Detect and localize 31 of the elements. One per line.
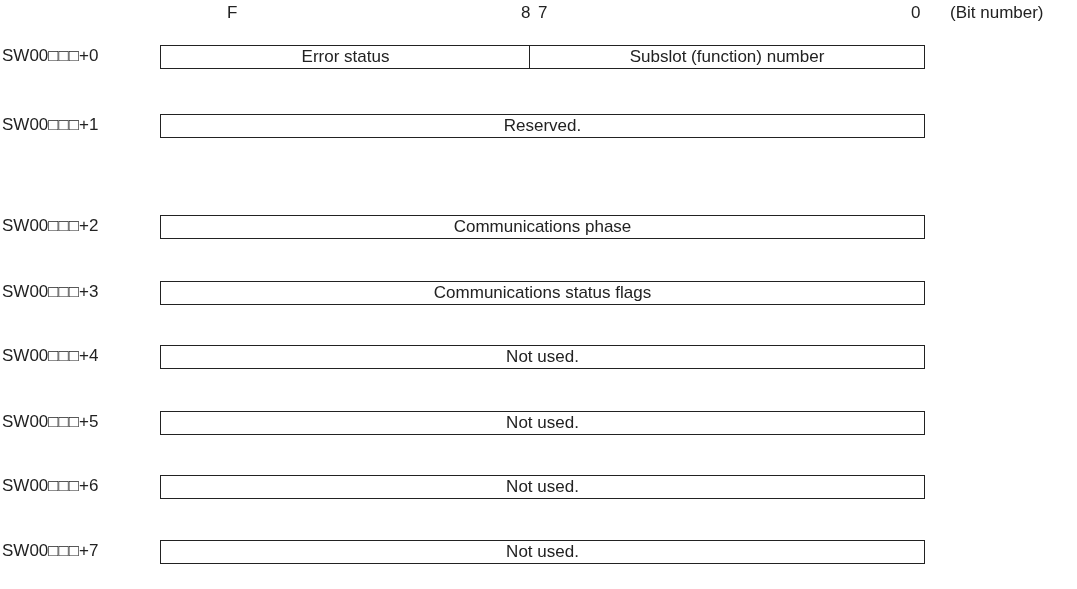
register-field (160, 281, 925, 305)
register-address: SW00□□□+6 (2, 476, 99, 496)
register-field (160, 540, 925, 564)
bit-number: 7 (538, 3, 548, 23)
register-address: SW00□□□+7 (2, 541, 99, 561)
field-name: Subslot (function) number (629, 47, 825, 67)
field-name: Not used. (506, 347, 579, 367)
register-field (160, 345, 925, 369)
field-name: Not used. (506, 542, 579, 562)
register-field (160, 215, 925, 239)
register-field (160, 411, 925, 435)
register-address: SW00□□□+2 (2, 216, 99, 236)
register-address: SW00□□□+0 (2, 46, 99, 66)
field-name: Communications phase (453, 217, 632, 237)
register-field (529, 45, 925, 69)
field-name: Communications status flags (433, 283, 652, 303)
bit-number: 0 (911, 3, 921, 23)
register-address: SW00□□□+4 (2, 346, 99, 366)
register-address: SW00□□□+3 (2, 282, 99, 302)
register-field (160, 45, 530, 69)
bit-number: 8 (521, 3, 531, 23)
register-address: SW00□□□+1 (2, 115, 99, 135)
bit-number: F (227, 3, 238, 23)
field-name: Error status (301, 47, 390, 67)
field-name: Not used. (506, 477, 579, 497)
register-field (160, 475, 925, 499)
register-field (160, 114, 925, 138)
field-name: Not used. (506, 413, 579, 433)
register-address: SW00□□□+5 (2, 412, 99, 432)
field-name: Reserved. (503, 116, 582, 136)
axis-label: (Bit number) (950, 3, 1044, 23)
